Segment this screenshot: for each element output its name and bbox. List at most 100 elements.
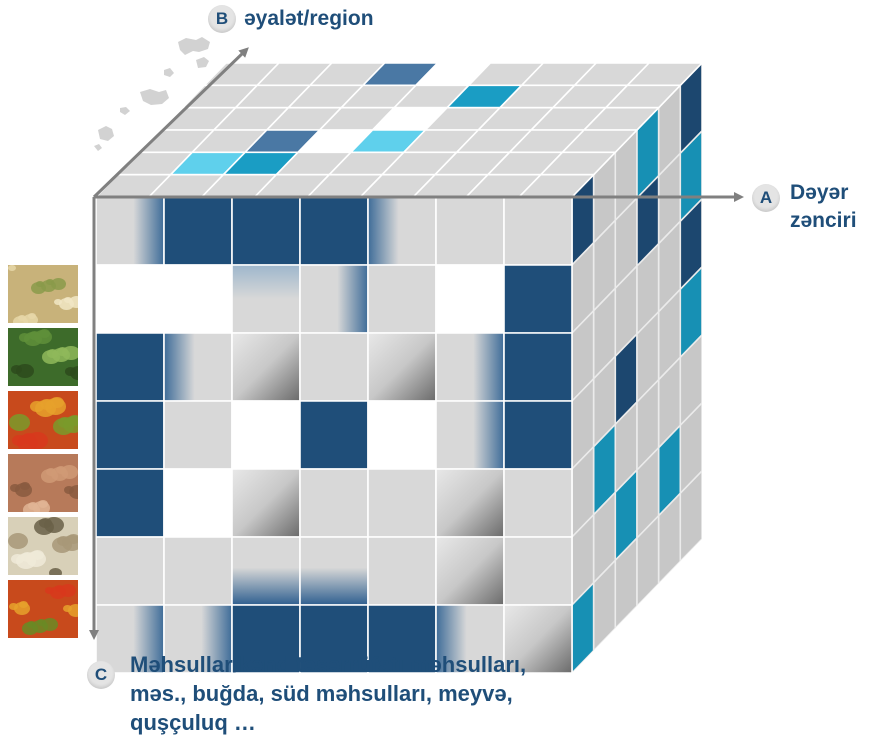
thumb-texture: [16, 364, 34, 379]
front-cell-dark: [299, 400, 369, 470]
front-cell-grey: [163, 400, 233, 470]
front-cell-gradient: [367, 196, 437, 266]
cube-front-face: [95, 196, 573, 674]
thumb-texture: [55, 585, 64, 593]
front-cell-grey: [299, 468, 369, 538]
thumb-texture: [69, 296, 78, 308]
map-region-shape: [178, 37, 210, 55]
thumb-texture: [54, 299, 62, 306]
map-region-shape: [196, 57, 209, 68]
thumb-texture: [18, 315, 26, 322]
vegetables-icon: [8, 391, 78, 449]
front-cell-dark: [95, 400, 165, 470]
front-cell-dark: [231, 196, 301, 266]
thumb-texture: [19, 601, 28, 609]
front-cell-dark: [95, 468, 165, 538]
thumb-texture: [39, 329, 50, 338]
front-cell-grey: [435, 196, 505, 266]
front-cell-dark: [299, 196, 369, 266]
thumb-texture: [20, 482, 30, 490]
thumb-texture: [60, 584, 76, 597]
axis-c-label: Məhsullar/kənd təsərrüfatı məhsulları, m…: [130, 650, 690, 737]
thumb-texture: [68, 415, 78, 427]
front-cell-white: [231, 400, 301, 470]
front-cell-dark: [95, 332, 165, 402]
thumb-texture: [42, 618, 58, 631]
front-cell-shaded: [367, 332, 437, 402]
thumb-texture: [8, 265, 16, 272]
map-silhouette-icon: [94, 37, 210, 151]
front-cell-white: [95, 264, 165, 334]
front-cell-white: [163, 264, 233, 334]
thumb-texture: [36, 281, 44, 288]
front-cell-grey: [503, 468, 573, 538]
front-cell-dark: [503, 332, 573, 402]
corn-field-icon: [8, 328, 78, 386]
axis-c-label-line3: quşçuluq …: [130, 710, 256, 735]
thumb-texture: [61, 465, 78, 479]
axis-c-label-line1: Məhsullar/kənd təsərrüfatı məhsulları,: [130, 652, 527, 677]
axis-a-badge: A: [752, 184, 780, 212]
front-cell-grey: [163, 536, 233, 606]
thumb-texture: [62, 346, 78, 361]
front-cell-grey: [367, 468, 437, 538]
thumb-texture: [27, 432, 48, 449]
map-region-shape: [94, 144, 102, 151]
front-cell-shaded: [503, 604, 573, 674]
front-cell-grey: [367, 536, 437, 606]
front-cell-white: [163, 468, 233, 538]
front-cell-gradient: [231, 536, 301, 606]
thumb-texture: [50, 397, 64, 409]
thumb-texture: [46, 279, 54, 286]
axis-c-badge: C: [87, 661, 115, 689]
front-cell-gradient: [299, 536, 369, 606]
front-cell-grey: [367, 264, 437, 334]
thumb-texture: [64, 297, 72, 304]
potatoes-icon: [8, 454, 78, 512]
front-cell-white: [435, 264, 505, 334]
front-cell-gradient: [299, 264, 369, 334]
thumb-texture: [31, 550, 44, 561]
map-region-shape: [120, 107, 130, 115]
thumb-texture: [49, 568, 62, 575]
dairy-icon: [8, 517, 78, 575]
axis-b-arrow: [92, 47, 249, 199]
front-cell-gradient: [231, 264, 301, 334]
thumb-texture: [45, 587, 54, 595]
thumb-texture: [38, 500, 48, 508]
thumb-texture: [44, 517, 64, 533]
axis-c-label-line2: məs., buğda, süd məhsulları, meyvə,: [130, 681, 513, 706]
thumb-texture: [51, 278, 66, 290]
thumb-texture: [70, 366, 78, 381]
front-cell-grey: [503, 536, 573, 606]
map-region-shape: [140, 89, 169, 105]
axis-b-label: əyalət/region: [244, 7, 374, 30]
map-region-shape: [164, 68, 174, 77]
front-cell-gradient: [163, 332, 233, 402]
thumb-texture: [68, 604, 78, 617]
front-cell-dark: [163, 196, 233, 266]
thumb-texture: [69, 485, 78, 499]
axis-a-label-line1: Dəyər: [790, 181, 849, 204]
front-cell-shaded: [435, 468, 505, 538]
front-cell-grey: [503, 196, 573, 266]
front-cell-white: [367, 400, 437, 470]
cube-right-face: [571, 61, 703, 675]
axis-a-label: Dəyər zənciri: [790, 179, 857, 235]
right-cell-grey: [679, 469, 703, 564]
front-cell-gradient: [435, 332, 505, 402]
wheat-grain-icon: [8, 265, 78, 323]
thumb-texture: [28, 313, 36, 320]
axis-a-label-line2: zənciri: [790, 209, 857, 232]
thumb-texture: [8, 533, 28, 549]
right-face-shade: [572, 63, 702, 673]
front-cell-gradient: [95, 196, 165, 266]
front-cell-gradient: [435, 400, 505, 470]
front-cell-shaded: [231, 468, 301, 538]
thumb-texture: [67, 534, 78, 545]
front-cell-grey: [95, 536, 165, 606]
thumb-texture: [27, 621, 36, 629]
front-cell-shaded: [435, 536, 505, 606]
